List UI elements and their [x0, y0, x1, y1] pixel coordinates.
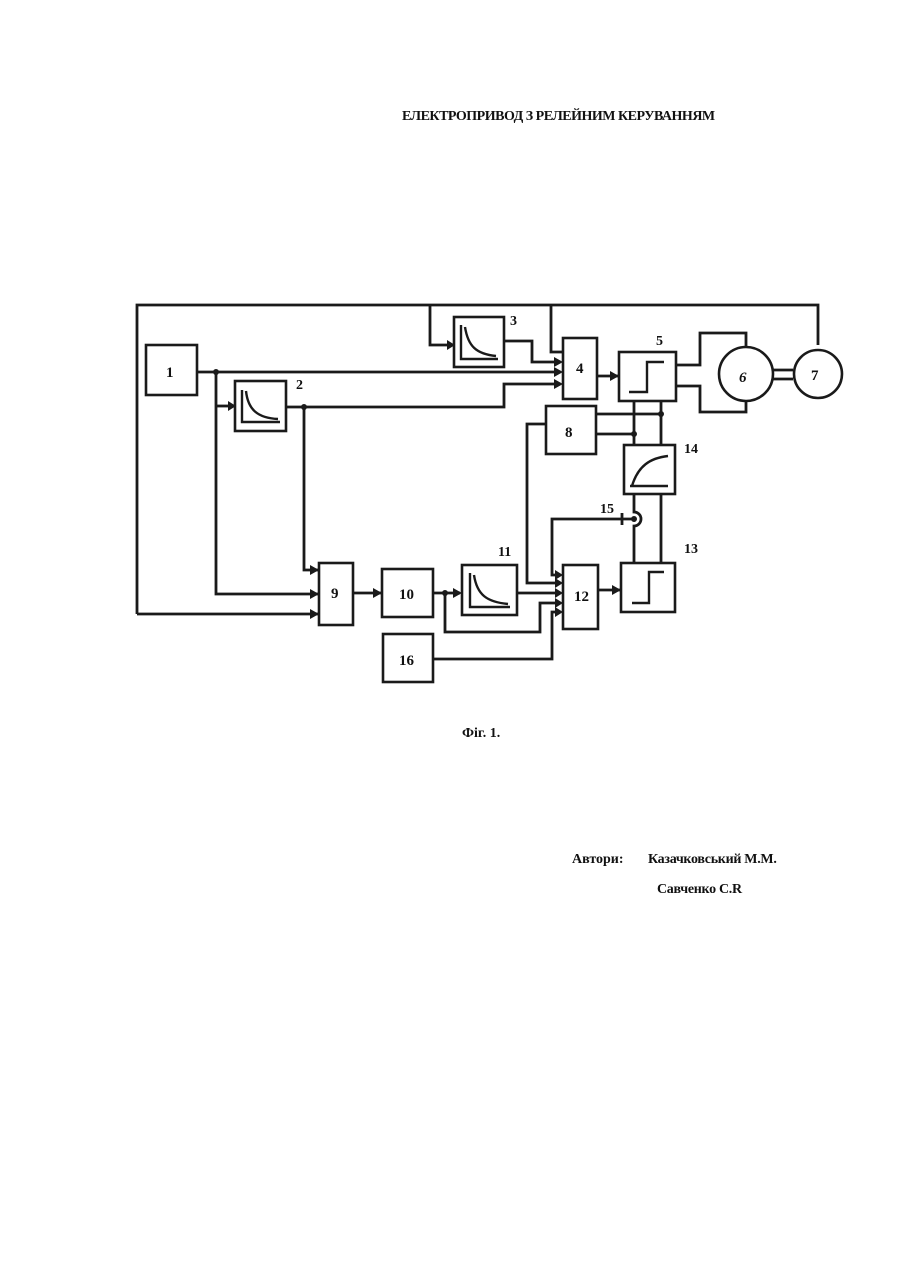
block-label: 16: [399, 653, 415, 669]
block-11: 11: [462, 545, 517, 615]
block-number: 3: [510, 314, 517, 329]
block-14: 14: [624, 442, 698, 494]
block-2: 2: [235, 378, 303, 431]
block-1: 1: [146, 345, 197, 395]
block-9: 9: [319, 563, 353, 625]
line-2-to-4: [286, 384, 560, 407]
block-label: 6: [739, 370, 747, 386]
block-number: 2: [296, 378, 303, 393]
arrow-head: [554, 379, 563, 389]
junction-dot: [442, 590, 448, 596]
block-12: 12: [563, 565, 598, 629]
arrow-head: [554, 367, 563, 377]
junction-dot: [213, 369, 219, 375]
arrow-head: [610, 371, 619, 381]
block-8: 8: [546, 406, 596, 454]
figure-caption: Фіг. 1.: [462, 726, 500, 742]
junction-dot: [631, 516, 637, 522]
terminal-15: 15: [600, 502, 622, 525]
line-top-to-block-4: [551, 305, 562, 352]
arrow-head: [612, 585, 621, 595]
block-number: 11: [498, 545, 511, 560]
arrow-head: [310, 565, 319, 575]
block-13: 13: [621, 542, 698, 612]
block-label: 9: [331, 586, 339, 602]
junction-dot: [301, 404, 307, 410]
block-6: 6: [719, 347, 773, 401]
block-number: 13: [684, 542, 698, 557]
block-label: 10: [399, 587, 414, 603]
block-label: 8: [565, 425, 573, 441]
block-number: 14: [684, 442, 698, 457]
arrow-head: [310, 609, 319, 619]
line-2-to-9: [304, 407, 318, 570]
author-name: Савченко С.R: [657, 882, 742, 898]
block-label: 4: [576, 361, 584, 377]
block-16: 16: [383, 634, 433, 682]
junction-dot: [631, 431, 637, 437]
authors-label: Автори:: [572, 852, 624, 868]
junction-dot: [658, 411, 664, 417]
block-number: 5: [656, 334, 663, 349]
arrow-head: [554, 357, 563, 367]
block-label: 7: [811, 368, 819, 384]
block-5: 5: [619, 334, 676, 401]
block-7: 7: [794, 350, 842, 398]
arrow-head: [453, 588, 462, 598]
block-number: 15: [600, 502, 614, 517]
author-name: Казачковський М.М.: [648, 852, 777, 868]
arrow-head: [310, 589, 319, 599]
block-label: 1: [166, 365, 174, 381]
block-10: 10: [382, 569, 433, 617]
line-to-block-3: [430, 305, 447, 345]
block-label: 12: [574, 589, 589, 605]
block-4: 4: [563, 338, 597, 399]
arrow-head: [373, 588, 382, 598]
